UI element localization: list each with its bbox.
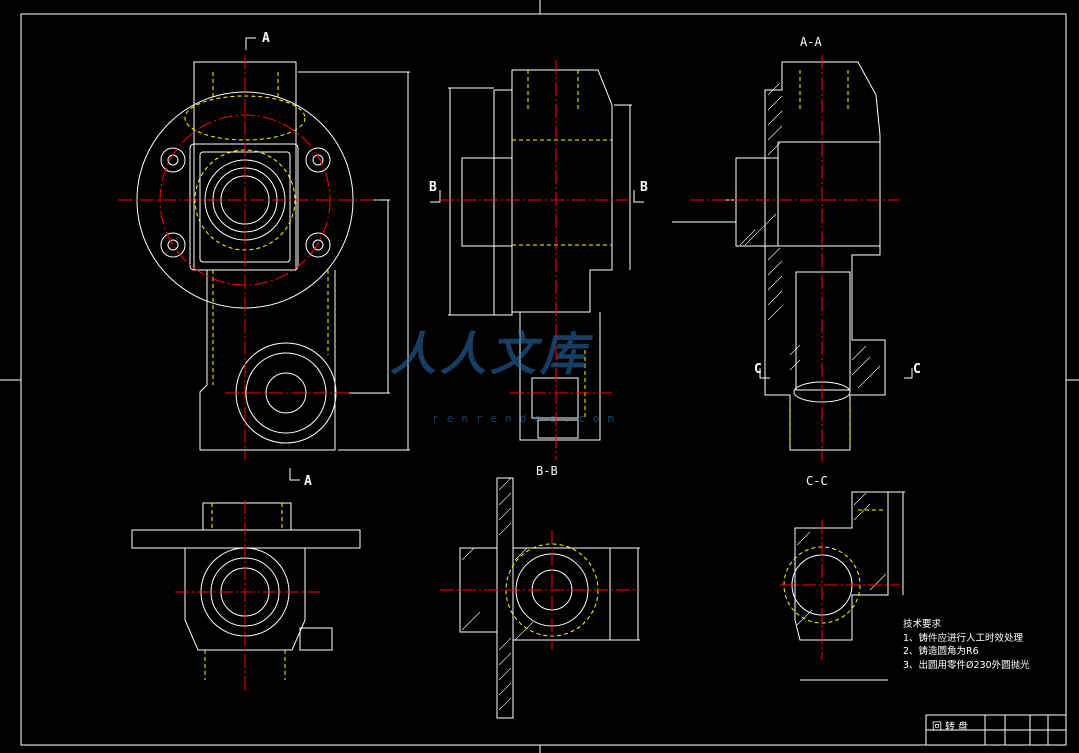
part-name: 回转盘 xyxy=(932,722,971,733)
front-view-hidden xyxy=(184,72,329,385)
notes-title: 技术要求 xyxy=(903,619,942,630)
section-c-label-left: C xyxy=(754,362,762,377)
section-cc xyxy=(791,491,905,681)
section-bb xyxy=(459,477,640,719)
section-b-label-right: B xyxy=(640,180,648,195)
bottom-view-centers xyxy=(175,500,320,690)
section-cc-hatch xyxy=(796,492,887,626)
note-item: 2、铸造圆角为R6 xyxy=(903,646,979,657)
section-bb-centers xyxy=(440,530,640,650)
technical-requirements: 技术要求 1、铸件应进行人工时效处理 2、铸造圆角为R6 3、出圆用零件Ø230… xyxy=(903,618,1030,672)
section-aa xyxy=(672,61,913,451)
section-a-label-top: A xyxy=(262,31,270,46)
view-title-aa: A-A xyxy=(800,35,822,49)
section-aa-hidden xyxy=(789,70,851,445)
front-view xyxy=(136,37,410,481)
view-title-cc: C-C xyxy=(806,474,828,488)
section-aa-hatch xyxy=(739,82,881,389)
note-item: 3、出圆用零件Ø230外圆抛光 xyxy=(903,659,1030,671)
section-cc-hidden xyxy=(783,509,885,624)
side-view-hidden xyxy=(512,70,612,420)
section-a-label-bottom: A xyxy=(304,474,312,489)
section-c-label-right: C xyxy=(913,362,921,377)
watermark-url: renrendoc.com xyxy=(432,412,623,425)
section-b-label-left: B xyxy=(429,180,437,195)
front-view-centers xyxy=(118,55,378,460)
section-aa-centers xyxy=(690,55,900,462)
note-item: 1、铸件应进行人工时效处理 xyxy=(903,632,1024,644)
view-title-bb: B-B xyxy=(536,464,558,478)
section-bb-hatch xyxy=(461,477,534,711)
side-view xyxy=(430,69,644,441)
bottom-view-hidden xyxy=(204,503,286,680)
bottom-view xyxy=(131,502,361,651)
watermark: 人人文库 xyxy=(390,327,590,381)
title-block xyxy=(925,714,1067,746)
side-view-centers xyxy=(440,60,630,460)
section-cc-centers xyxy=(780,520,900,660)
